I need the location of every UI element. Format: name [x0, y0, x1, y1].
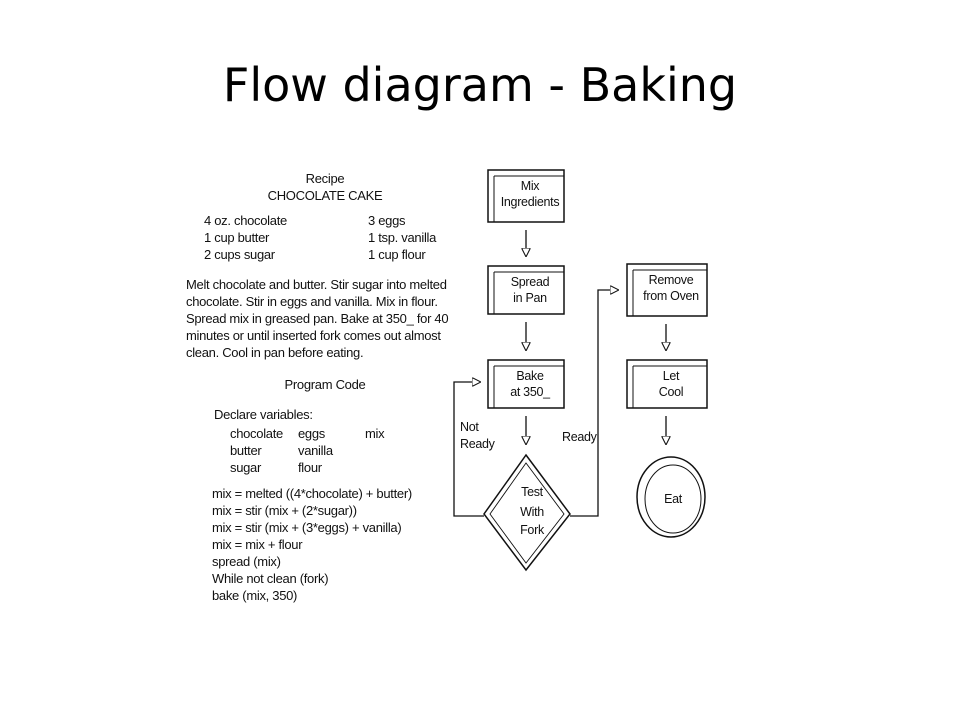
variable: flour — [298, 460, 322, 475]
remove-label-1: Remove — [649, 273, 694, 287]
code-line: mix = stir (mix + (2*sugar)) — [212, 503, 357, 518]
instruction-line: Melt chocolate and butter. Stir sugar in… — [186, 277, 447, 292]
mix-label-2: Ingredients — [501, 195, 560, 209]
code-line: While not clean (fork) — [212, 571, 329, 586]
code-line: mix = stir (mix + (3*eggs) + vanilla) — [212, 520, 402, 535]
recipe-text: Recipe CHOCOLATE CAKE 4 oz. chocolate 3 … — [180, 166, 480, 616]
code-line: mix = mix + flour — [212, 537, 303, 552]
code-line: bake (mix, 350) — [212, 588, 298, 603]
test-label-2: With — [520, 505, 544, 519]
instruction-line: minutes or until inserted fork comes out… — [186, 328, 441, 343]
ingredient-3a: 2 cups sugar — [204, 247, 275, 262]
variable: butter — [230, 443, 262, 458]
instruction-line: chocolate. Stir in eggs and vanilla. Mix… — [186, 294, 438, 309]
bake-box: Bake at 350_ — [487, 359, 565, 409]
eat-label: Eat — [664, 492, 683, 506]
cool-label-2: Cool — [659, 385, 684, 399]
arrow-not-ready-loop — [453, 382, 484, 517]
test-with-fork-diamond: Test With Fork — [483, 453, 571, 572]
program-heading: Program Code — [284, 377, 366, 392]
spread-in-pan-box: Spread in Pan — [487, 265, 565, 315]
declare-label: Declare variables: — [214, 407, 313, 422]
spread-label-1: Spread — [511, 275, 550, 289]
not-ready-label-1: Not — [460, 420, 479, 434]
let-cool-box: Let Cool — [626, 359, 708, 409]
cool-label-1: Let — [663, 369, 680, 383]
remove-from-oven-box: Remove from Oven — [626, 263, 708, 317]
bake-label-1: Bake — [516, 369, 544, 383]
ready-label: Ready — [562, 430, 598, 444]
mix-ingredients-box: Mix Ingredients — [487, 169, 565, 223]
bake-label-2: at 350_ — [510, 385, 551, 399]
code-line: spread (mix) — [212, 554, 281, 569]
mix-label-1: Mix — [521, 179, 541, 193]
variable: mix — [365, 426, 385, 441]
test-label-3: Fork — [520, 523, 545, 537]
code-line: mix = melted ((4*chocolate) + butter) — [212, 486, 412, 501]
instruction-line: Spread mix in greased pan. Bake at 350_ … — [186, 311, 449, 326]
test-label-1: Test — [521, 485, 544, 499]
slide-title: Flow diagram - Baking — [222, 58, 738, 112]
variable: sugar — [230, 460, 262, 475]
variable: eggs — [298, 426, 325, 441]
eat-terminator: Eat — [636, 456, 706, 538]
remove-label-2: from Oven — [643, 289, 699, 303]
ingredient-3b: 1 cup flour — [368, 247, 426, 262]
variable: vanilla — [298, 443, 333, 458]
variable: chocolate — [230, 426, 283, 441]
recipe-name: CHOCOLATE CAKE — [267, 188, 383, 203]
recipe-heading: Recipe — [305, 171, 345, 186]
ingredient-2a: 1 cup butter — [204, 230, 270, 245]
ingredient-1a: 4 oz. chocolate — [204, 213, 287, 228]
ingredient-1b: 3 eggs — [368, 213, 406, 228]
instruction-line: clean. Cool in pan before eating. — [186, 345, 364, 360]
arrow-ready-to-remove — [570, 290, 618, 517]
spread-label-2: in Pan — [513, 291, 547, 305]
ingredient-2b: 1 tsp. vanilla — [368, 230, 437, 245]
not-ready-label-2: Ready — [460, 437, 496, 451]
flowchart: Mix Ingredients Spread in Pan Bake at 35… — [453, 169, 708, 572]
